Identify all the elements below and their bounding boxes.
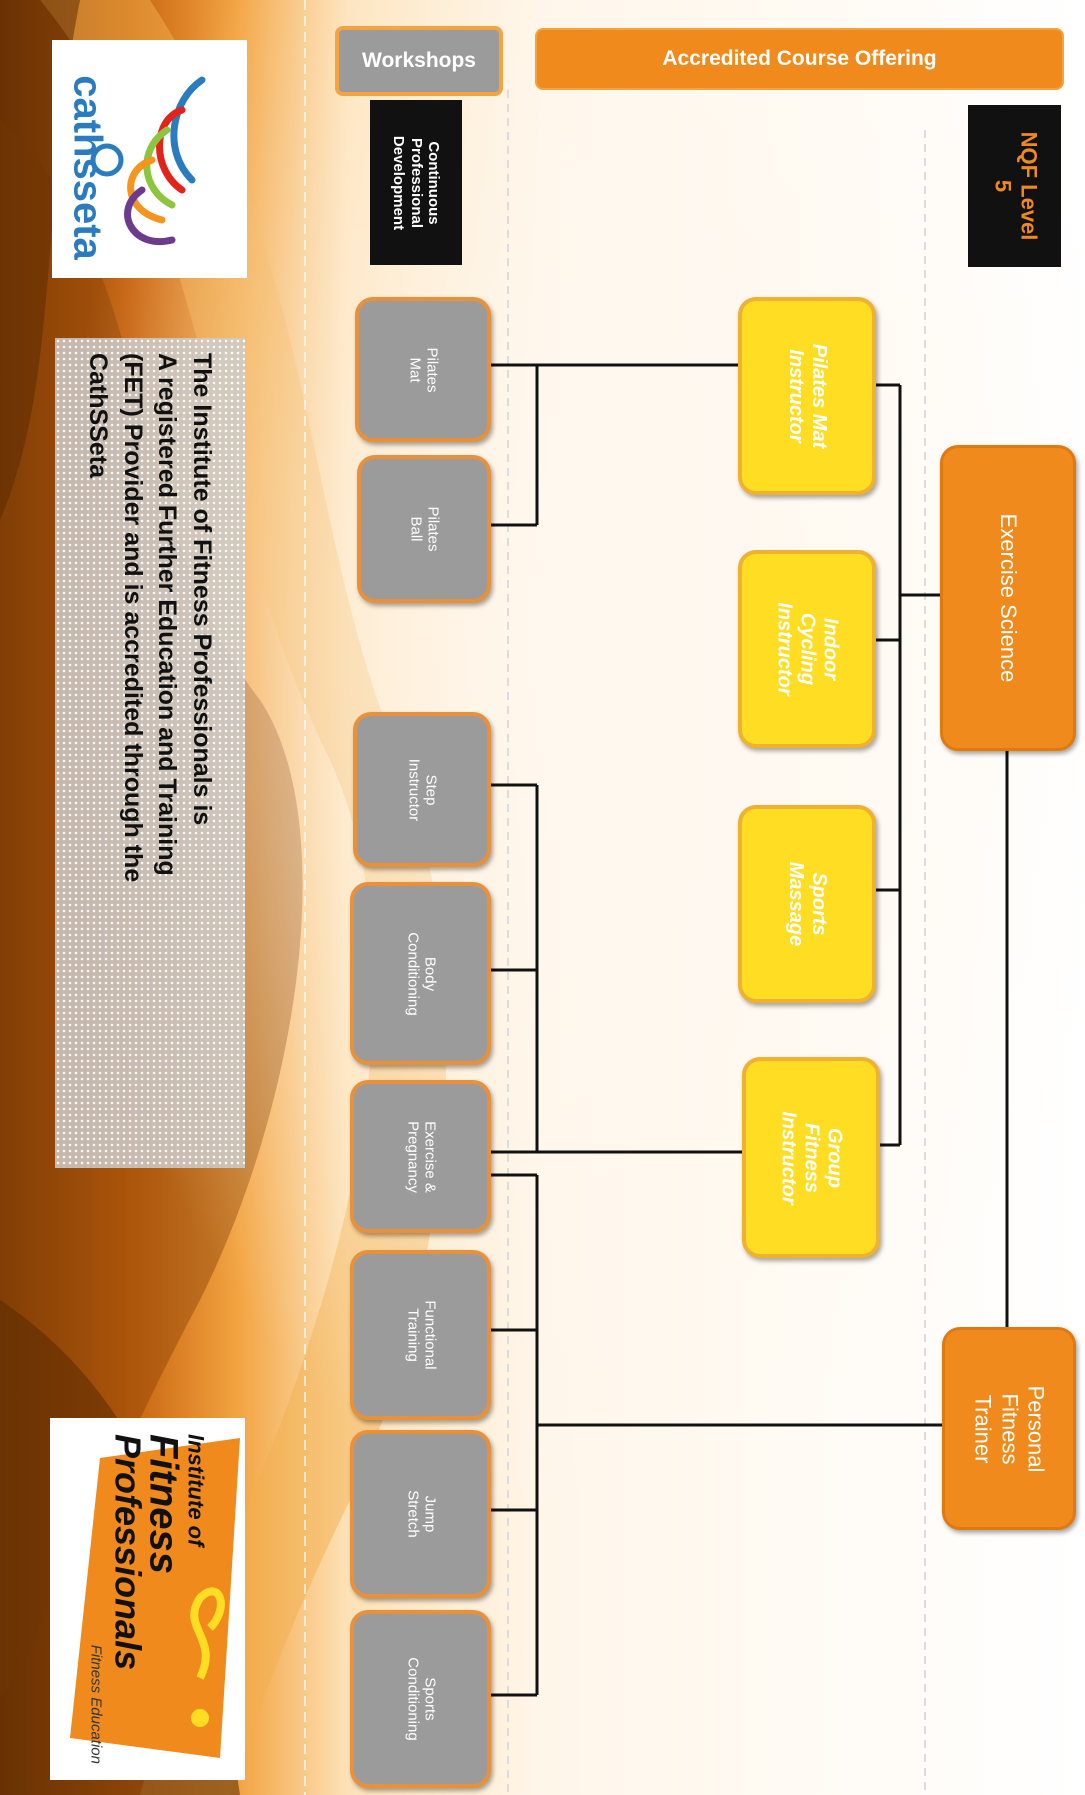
workshop-exercise-pregnancy: Exercise & Pregnancy: [350, 1080, 491, 1233]
cpd-text: Continuous Professional Development: [390, 135, 442, 230]
course-group-fitness-instructor: Group Fitness Instructor: [742, 1057, 880, 1258]
workshop-pilates-mat: Pilates Mat: [355, 297, 491, 442]
ifp-line3: Professionals: [107, 1434, 149, 1671]
cathsseta-logo: cathsseta: [52, 40, 247, 278]
cathsseta-swirl-icon: [90, 76, 206, 245]
institute-statement-text: The Institute of Fitness Professionals i…: [84, 353, 217, 883]
workshop-label: Sports Conditioning: [403, 1657, 438, 1741]
course-label: Sports Massage: [785, 861, 830, 947]
workshop-label: Exercise & Pregnancy: [403, 1120, 438, 1193]
workshop-label: Pilates Mat: [406, 346, 441, 393]
cpd-label: Continuous Professional Development: [370, 100, 462, 265]
workshop-body-conditioning: Body Conditioning: [350, 882, 491, 1065]
workshop-label: Body Conditioning: [403, 931, 438, 1016]
exercise-science-box: Exercise Science: [940, 445, 1076, 751]
workshop-sports-conditioning: Sports Conditioning: [350, 1610, 491, 1788]
accredited-course-header: Accredited Course Offering: [535, 28, 1064, 90]
nqf-level-label: NQF Level 5: [968, 105, 1061, 267]
exercise-science-label: Exercise Science: [996, 513, 1022, 683]
workshop-label: Step Instructor: [405, 758, 440, 821]
course-label: Indoor Cycling Instructor: [773, 602, 842, 696]
workshop-pilates-ball: Pilates Ball: [357, 455, 491, 603]
course-label: Pilates Mat Instructor: [785, 343, 830, 449]
workshop-step-instructor: Step Instructor: [353, 712, 491, 867]
course-pilates-mat-instructor: Pilates Mat Instructor: [738, 297, 876, 495]
ifp-logo-graphic: [70, 1438, 240, 1758]
course-label: Group Fitness Instructor: [777, 1110, 846, 1205]
ifp-tagline: Fitness Education: [86, 1644, 104, 1764]
personal-trainer-label: Personal Fitness Trainer: [970, 1385, 1049, 1472]
nqf-level-text: NQF Level 5: [989, 131, 1041, 241]
institute-statement-panel: The Institute of Fitness Professionals i…: [55, 338, 245, 1168]
personal-trainer-box: Personal Fitness Trainer: [942, 1327, 1076, 1530]
ifp-line2: Fitness: [141, 1434, 186, 1575]
accredited-course-label: Accredited Course Offering: [662, 47, 937, 70]
workshop-jump-stretch: Jump Stretch: [350, 1430, 491, 1598]
ifp-logo: Institute of Fitness Professionals Fitne…: [50, 1418, 245, 1780]
cathsseta-wordmark: cathsseta: [65, 75, 110, 260]
workshops-label: Workshops: [362, 49, 476, 72]
course-indoor-cycling-instructor: Indoor Cycling Instructor: [738, 550, 876, 748]
workshops-header: Workshops: [335, 26, 503, 96]
ifp-line1: Institute of: [183, 1434, 209, 1547]
workshop-label: Functional Training: [403, 1300, 438, 1370]
workshop-label: Pilates Ball: [407, 506, 442, 552]
course-sports-massage: Sports Massage: [738, 805, 876, 1003]
workshop-functional-training: Functional Training: [350, 1250, 491, 1420]
workshop-label: Jump Stretch: [403, 1490, 438, 1538]
